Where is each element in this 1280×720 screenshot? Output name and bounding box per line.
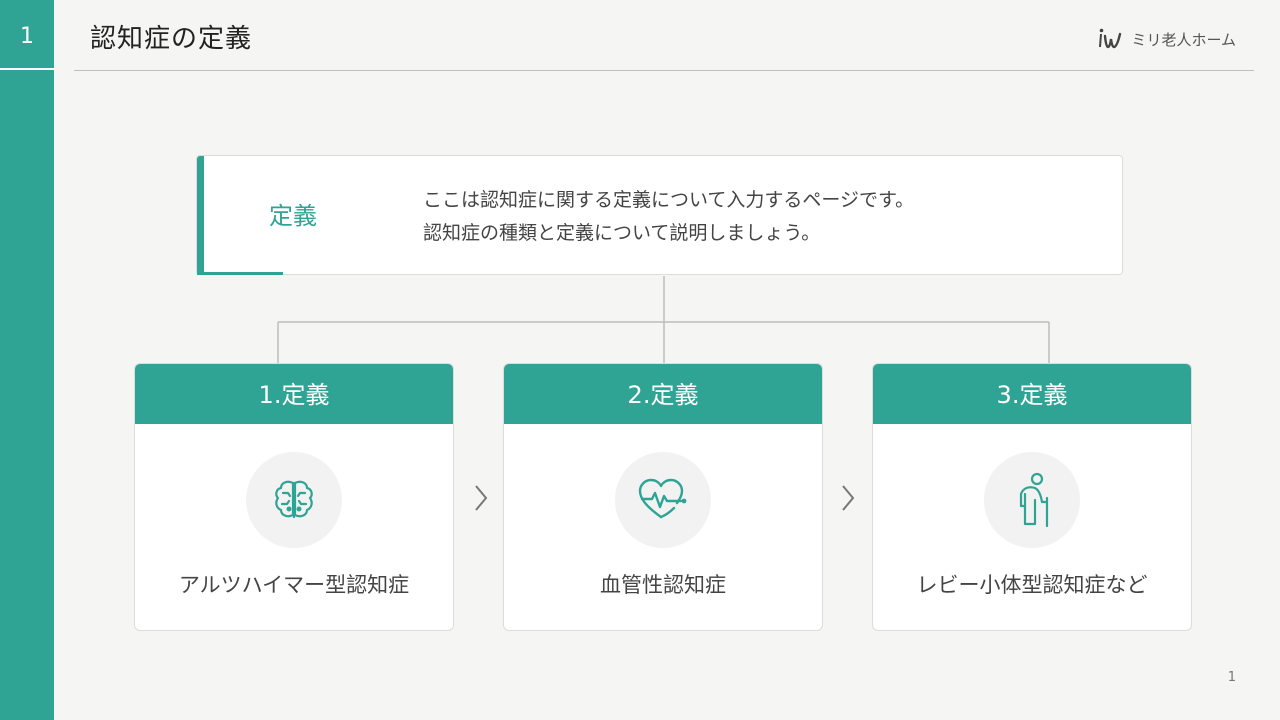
- definition-accent-underline: [197, 272, 283, 275]
- definition-accent-bar: [197, 156, 204, 274]
- card-label: 血管性認知症: [600, 573, 726, 597]
- card-title: 3.定義: [873, 364, 1191, 424]
- slide-number: 1: [0, 0, 54, 70]
- brand: ミリ老人ホーム: [1097, 28, 1236, 50]
- definition-text: ここは認知症に関する定義について入力するページです。 認知症の種類と定義について…: [423, 184, 914, 250]
- card-icon-circle: [984, 452, 1080, 548]
- definition-line-2: 認知症の種類と定義について説明しましょう。: [423, 222, 821, 244]
- card-title: 1.定義: [135, 364, 453, 424]
- definition-card-1: 1.定義 アルツハイマー型認知症: [134, 363, 454, 631]
- definition-label: 定義: [269, 202, 317, 230]
- iw-logo-icon: [1099, 28, 1122, 49]
- card-label: アルツハイマー型認知症: [178, 573, 410, 597]
- definition-line-1: ここは認知症に関する定義について入力するページです。: [423, 189, 915, 211]
- definition-box: 定義 ここは認知症に関する定義について入力するページです。 認知症の種類と定義に…: [196, 155, 1123, 275]
- brain-icon: [275, 480, 313, 519]
- card-icon-circle: [246, 452, 342, 548]
- chevron-right-icon: [842, 485, 855, 511]
- card-label: レビー小体型認知症など: [916, 573, 1148, 597]
- chevron-right-icon: [475, 485, 488, 511]
- elderly-person-icon: [1019, 472, 1049, 528]
- definition-card-2: 2.定義 血管性認知症: [503, 363, 823, 631]
- heartbeat-icon: [638, 478, 687, 519]
- card-title: 2.定義: [504, 364, 822, 424]
- card-icon-circle: [615, 452, 711, 548]
- header-divider: [74, 70, 1254, 71]
- brand-name: ミリ老人ホーム: [1131, 30, 1236, 49]
- sidebar-accent-bar: 1: [0, 0, 54, 720]
- page-title: 認知症の定義: [90, 24, 253, 54]
- page-number: 1: [1227, 670, 1236, 685]
- definition-card-3: 3.定義 レビー小体型認知症など: [872, 363, 1192, 631]
